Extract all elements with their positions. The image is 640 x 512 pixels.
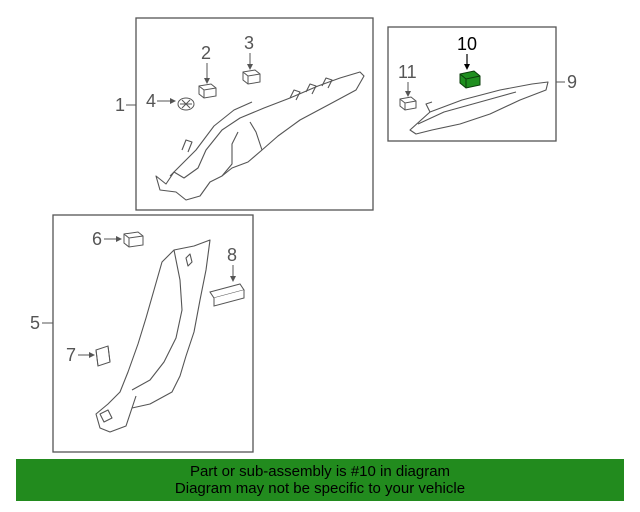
callout-1: 1 (115, 95, 125, 115)
part-11-clip (399, 96, 417, 111)
arrow-6 (116, 236, 122, 242)
callout-11: 11 (398, 62, 417, 82)
group-box-lower (52, 214, 254, 453)
part-6-clip (123, 231, 144, 248)
part-2-clip (198, 83, 217, 99)
arrow-11 (405, 91, 411, 97)
callout-8: 8 (227, 245, 237, 265)
callout-4: 4 (146, 91, 156, 111)
callout-7: 7 (66, 345, 76, 365)
arrow-3 (247, 64, 253, 70)
banner-line-1: Part or sub-assembly is #10 in diagram (189, 463, 451, 480)
group-box-upper-right (387, 26, 557, 142)
callout-5: 5 (30, 313, 40, 333)
callout-6: 6 (92, 229, 102, 249)
callout-3: 3 (244, 33, 254, 53)
info-banner: Part or sub-assembly is #10 in diagram D… (16, 459, 624, 501)
part-1-pillar-trim (155, 71, 365, 201)
part-7-clip (95, 345, 111, 367)
part-10-clip-highlighted (459, 70, 481, 89)
part-3-clip (242, 69, 261, 85)
callout-2: 2 (201, 43, 211, 63)
part-4-fastener (177, 97, 195, 111)
part-5-lower-pillar-trim (95, 239, 211, 433)
callout-9: 9 (567, 72, 577, 92)
banner-line-2: Diagram may not be specific to your vehi… (174, 480, 466, 497)
part-9-trim-strip (409, 81, 549, 135)
arrow-8 (230, 276, 236, 282)
group-box-upper-left (135, 17, 374, 211)
callout-10: 10 (457, 34, 477, 54)
part-8-pad (209, 283, 245, 307)
arrow-7 (89, 352, 95, 358)
arrow-10 (464, 64, 470, 70)
arrow-4 (170, 98, 176, 104)
arrow-2 (204, 78, 210, 84)
